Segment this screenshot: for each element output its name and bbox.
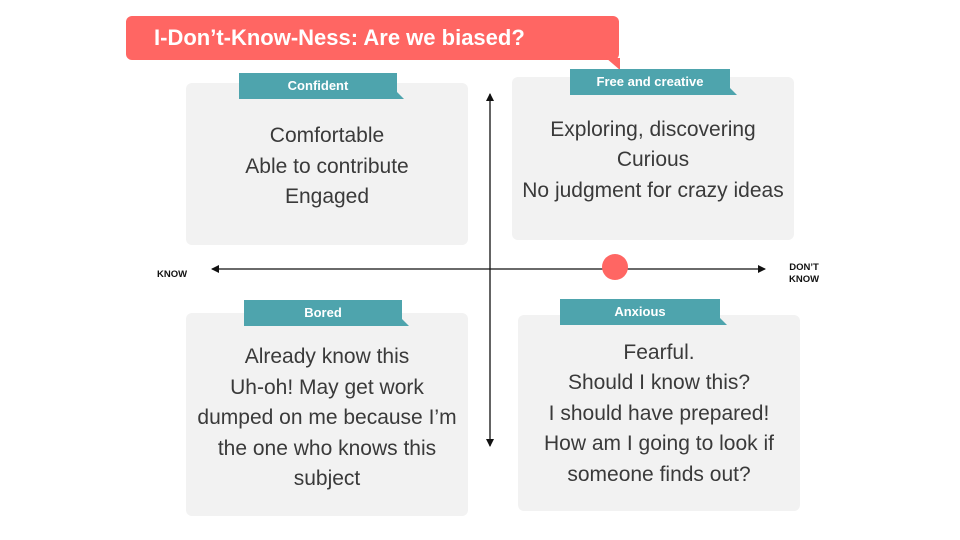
quadrant-free-creative-card: Exploring, discovering Curious No judgme… <box>512 77 794 240</box>
quadrant-line: Already know this <box>244 345 410 369</box>
quadrant-line: Uh-oh! May get work <box>230 375 424 399</box>
quadrant-line: How am I going to look if <box>544 432 774 456</box>
quadrant-line: Engaged <box>284 185 370 209</box>
quadrant-line: the one who knows this <box>217 436 437 460</box>
quadrant-line: No judgment for crazy ideas <box>522 178 784 202</box>
quadrant-line: Curious <box>616 148 690 172</box>
quadrant-line: Fearful. <box>623 340 695 364</box>
position-marker <box>602 254 628 280</box>
quadrant-line: I should have prepared! <box>548 401 770 425</box>
quadrant-bored-card: Already know this Uh-oh! May get work du… <box>186 313 468 516</box>
tag-free-creative: Free and creative <box>570 69 737 95</box>
quadrant-line: Exploring, discovering <box>550 117 756 141</box>
quadrant-anxious-card: Fearful. Should I know this? I should ha… <box>518 315 800 511</box>
quadrant-line: subject <box>293 467 361 491</box>
quadrant-line: someone finds out? <box>567 462 751 486</box>
quadrant-line: Comfortable <box>269 124 385 148</box>
title-banner: I-Don’t-Know-Ness: Are we biased? <box>126 16 620 70</box>
page-title: I-Don’t-Know-Ness: Are we biased? <box>154 25 525 50</box>
tag-anxious: Anxious <box>560 299 727 325</box>
quadrant-line: Should I know this? <box>567 371 751 395</box>
tag-bored: Bored <box>244 300 409 326</box>
axis-label-dont-know: DON’T KNOW <box>789 262 819 286</box>
quadrant-line: Able to contribute <box>245 154 409 178</box>
tag-confident: Confident <box>239 73 404 99</box>
quadrant-line: dumped on me because I’m <box>197 406 457 430</box>
axis-label-dont-know-line2: KNOW <box>789 274 820 285</box>
quadrant-confident-card: Comfortable Able to contribute Engaged <box>186 83 468 245</box>
axis-label-know: KNOW <box>157 269 188 280</box>
axis-label-dont-know-line1: DON’T <box>789 262 819 273</box>
